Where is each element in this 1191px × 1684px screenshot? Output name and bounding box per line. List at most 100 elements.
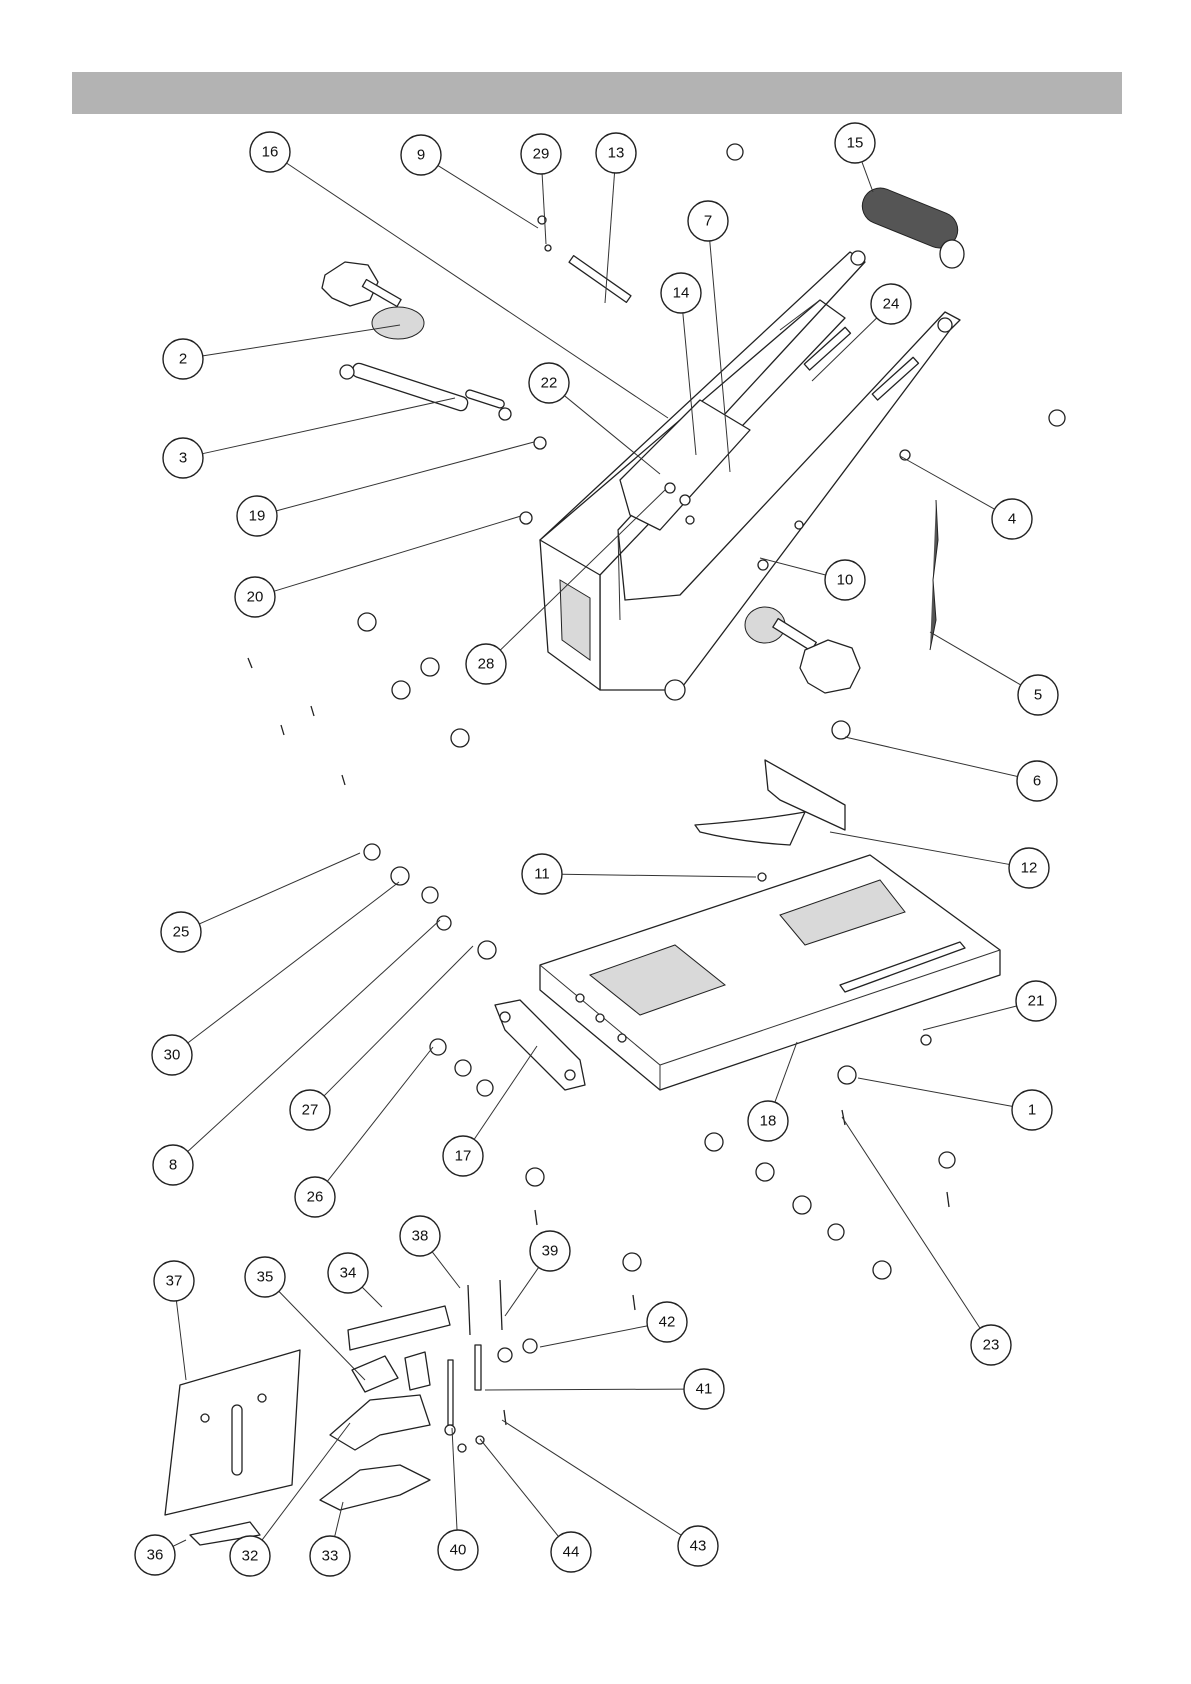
callout-number: 26 xyxy=(307,1189,324,1206)
callout-number: 17 xyxy=(455,1148,472,1165)
leader-line-11 xyxy=(562,874,756,877)
callout-4: 4 xyxy=(992,499,1032,539)
leader-line-25 xyxy=(199,853,360,924)
leader-line-39 xyxy=(505,1267,539,1316)
parts-drawing xyxy=(165,144,1065,1545)
leader-line-6 xyxy=(845,737,1018,777)
callout-27: 27 xyxy=(290,1090,330,1130)
callout-number: 5 xyxy=(1034,687,1042,704)
leader-line-30 xyxy=(188,882,399,1043)
callout-28: 28 xyxy=(466,644,506,684)
callout-13: 13 xyxy=(596,133,636,173)
leader-line-26 xyxy=(327,1047,433,1181)
leader-line-9 xyxy=(438,166,538,228)
gas-spring xyxy=(340,362,511,420)
callout-20: 20 xyxy=(235,577,275,617)
callout-number: 27 xyxy=(302,1102,319,1119)
callout-37: 37 xyxy=(154,1261,194,1301)
leader-line-42 xyxy=(540,1326,647,1347)
callout-26: 26 xyxy=(295,1177,335,1217)
callout-10: 10 xyxy=(825,560,865,600)
callout-number: 8 xyxy=(169,1157,177,1174)
callout-11: 11 xyxy=(522,854,562,894)
callout-number: 6 xyxy=(1033,773,1041,790)
leader-line-27 xyxy=(324,946,473,1096)
callout-39: 39 xyxy=(530,1231,570,1271)
callout-number: 32 xyxy=(242,1548,259,1565)
leader-line-44 xyxy=(480,1439,558,1536)
callout-18: 18 xyxy=(748,1101,788,1141)
callout-number: 11 xyxy=(534,866,550,883)
callout-number: 1 xyxy=(1028,1102,1036,1119)
callout-number: 10 xyxy=(837,572,854,589)
callout-number: 4 xyxy=(1008,511,1016,528)
callout-23: 23 xyxy=(971,1325,1011,1365)
callout-number: 23 xyxy=(983,1337,1000,1354)
leader-line-40 xyxy=(452,1428,457,1530)
callout-15: 15 xyxy=(835,123,875,163)
callout-44: 44 xyxy=(551,1532,591,1572)
callout-number: 36 xyxy=(147,1547,164,1564)
callout-40: 40 xyxy=(438,1530,478,1570)
callout-number: 39 xyxy=(542,1243,559,1260)
callout-number: 35 xyxy=(257,1269,274,1286)
callout-12: 12 xyxy=(1009,848,1049,888)
callout-19: 19 xyxy=(237,496,277,536)
leader-line-3 xyxy=(203,398,455,454)
callout-36: 36 xyxy=(135,1535,175,1575)
knob-lower xyxy=(745,607,860,693)
leader-line-34 xyxy=(362,1287,382,1307)
callout-number: 3 xyxy=(179,450,187,467)
leader-line-41 xyxy=(485,1389,684,1390)
leader-line-36 xyxy=(173,1540,186,1546)
callout-number: 37 xyxy=(166,1273,183,1290)
callout-7: 7 xyxy=(688,201,728,241)
callout-17: 17 xyxy=(443,1136,483,1176)
callout-number: 21 xyxy=(1028,993,1045,1010)
callout-29: 29 xyxy=(521,134,561,174)
callout-number: 15 xyxy=(847,135,864,152)
callout-32: 32 xyxy=(230,1536,270,1576)
callout-number: 7 xyxy=(704,213,712,230)
callout-number: 12 xyxy=(1021,860,1038,877)
angle-bracket xyxy=(695,760,845,845)
leader-line-29 xyxy=(542,174,546,244)
leader-line-19 xyxy=(276,442,534,511)
callout-number: 9 xyxy=(417,147,425,164)
callout-24: 24 xyxy=(871,284,911,324)
callout-number: 29 xyxy=(533,146,550,163)
callout-number: 40 xyxy=(450,1542,467,1559)
callout-3: 3 xyxy=(163,438,203,478)
callout-9: 9 xyxy=(401,135,441,175)
leader-line-38 xyxy=(432,1252,460,1288)
base-plate xyxy=(540,855,1000,1090)
callout-number: 25 xyxy=(173,924,190,941)
callout-16: 16 xyxy=(250,132,290,172)
callout-number: 16 xyxy=(262,144,279,161)
leader-line-4 xyxy=(900,456,995,509)
callout-1: 1 xyxy=(1012,1090,1052,1130)
callout-5: 5 xyxy=(1018,675,1058,715)
callout-8: 8 xyxy=(153,1145,193,1185)
callout-number: 28 xyxy=(478,656,495,673)
callout-22: 22 xyxy=(529,363,569,403)
leader-line-2 xyxy=(203,325,400,356)
callout-43: 43 xyxy=(678,1526,718,1566)
callout-21: 21 xyxy=(1016,981,1056,1021)
callout-14: 14 xyxy=(661,273,701,313)
callout-35: 35 xyxy=(245,1257,285,1297)
callout-number: 30 xyxy=(164,1047,181,1064)
leader-line-43 xyxy=(502,1420,681,1535)
callout-25: 25 xyxy=(161,912,201,952)
callout-38: 38 xyxy=(400,1216,440,1256)
callout-33: 33 xyxy=(310,1536,350,1576)
callout-number: 44 xyxy=(563,1544,580,1561)
callout-42: 42 xyxy=(647,1302,687,1342)
chain xyxy=(930,500,938,650)
leader-line-18 xyxy=(775,1042,797,1102)
callout-2: 2 xyxy=(163,339,203,379)
leader-line-20 xyxy=(274,516,521,591)
knob-upper xyxy=(322,262,424,339)
leader-line-15 xyxy=(862,162,873,192)
